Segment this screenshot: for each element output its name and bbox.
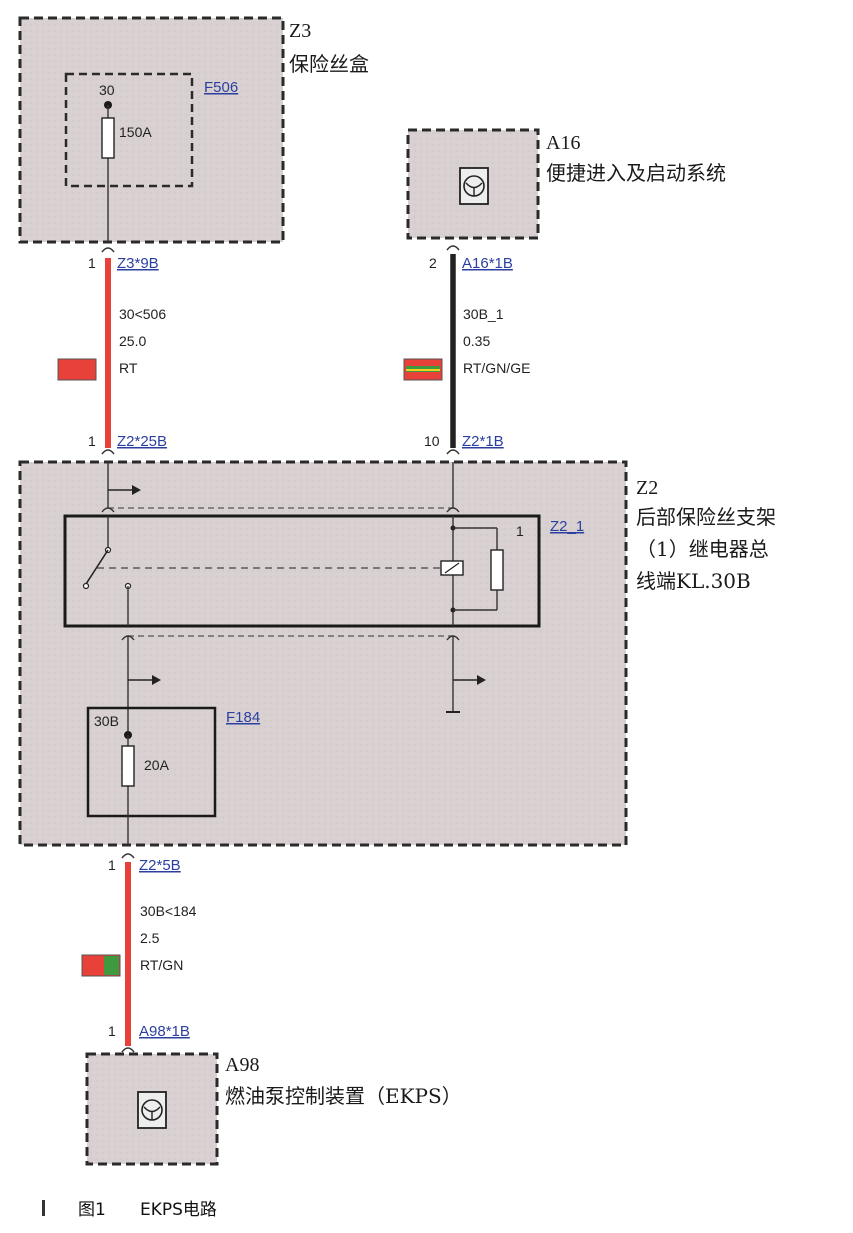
wire1-bottom-pin: 1 <box>88 433 96 449</box>
wire3-bottom-connector[interactable]: A98*1B <box>139 1023 190 1040</box>
caption-figure-number: 图1 <box>78 1200 106 1220</box>
f184-fuse-frame <box>86 706 217 818</box>
f184-rating: 20A <box>144 757 170 773</box>
z2-id: Z2 <box>636 477 658 499</box>
a98-fuel-pump-control-unit: A98 燃油泵控制装置（EKPS） <box>85 1052 462 1166</box>
wire1-bottom-connector[interactable]: Z2*25B <box>117 433 167 450</box>
wire1-color-code: RT <box>119 360 138 376</box>
f506-fuse-icon <box>101 117 115 159</box>
relay-z2-1-link[interactable]: Z2_1 <box>550 518 584 535</box>
z2-name-line1: 后部保险丝支架 <box>636 505 776 529</box>
wire1-gauge: 25.0 <box>119 333 146 349</box>
wire2-color-swatch <box>403 358 443 381</box>
z3-id: Z3 <box>289 20 311 42</box>
wire3-top-pin: 1 <box>108 857 116 873</box>
f184-fuse-link[interactable]: F184 <box>226 709 260 726</box>
caption-bar-icon <box>42 1200 45 1216</box>
f506-fuse-frame <box>64 72 194 188</box>
z2-name-line2: （1）继电器总 <box>636 537 769 561</box>
wire2-signal: 30B_1 <box>463 306 504 322</box>
z3-fuse-box: Z3 保险丝盒 F506 30 150A <box>18 16 369 244</box>
control-unit-icon <box>459 167 489 205</box>
wire3-gauge: 2.5 <box>140 930 160 946</box>
a16-name: 便捷进入及启动系统 <box>546 161 726 185</box>
f506-terminal-label: 30 <box>99 82 115 98</box>
relay-pin-label: 1 <box>516 523 524 539</box>
wire2-color-code: RT/GN/GE <box>463 360 530 376</box>
wire3-signal: 30B<184 <box>140 903 197 919</box>
wire3-top-connector[interactable]: Z2*5B <box>139 857 181 874</box>
figure-caption: 图1 EKPS电路 <box>42 1200 217 1220</box>
wire1-top-connector[interactable]: Z3*9B <box>117 255 159 272</box>
wire3-bottom-pin: 1 <box>108 1023 116 1039</box>
z3-name: 保险丝盒 <box>289 52 369 76</box>
z2-name-line3: 线端KL.30B <box>636 569 751 593</box>
a16-id: A16 <box>546 132 580 154</box>
resistor-icon <box>490 549 504 591</box>
wire2-gauge: 0.35 <box>463 333 490 349</box>
a98-name: 燃油泵控制装置（EKPS） <box>225 1084 462 1108</box>
a16-control-unit: A16 便捷进入及启动系统 <box>406 128 726 240</box>
wire1-color-swatch <box>57 358 97 381</box>
wire2-bottom-pin: 10 <box>424 433 440 449</box>
f506-rating: 150A <box>119 124 152 140</box>
relay-switch-icon <box>85 549 109 585</box>
wire-30b-184[interactable] <box>121 853 135 1053</box>
f506-fuse-link[interactable]: F506 <box>204 79 238 96</box>
control-unit-icon <box>137 1091 167 1129</box>
f184-fuse-icon <box>121 745 135 787</box>
wire1-signal: 30<506 <box>119 306 166 322</box>
a98-id: A98 <box>225 1054 259 1076</box>
wire-30-506[interactable] <box>101 247 115 455</box>
wire3-color-swatch <box>81 954 121 977</box>
caption-title: EKPS电路 <box>140 1200 217 1220</box>
f184-terminal-label: 30B <box>94 713 119 729</box>
wire-30b-1[interactable] <box>446 245 460 455</box>
wire2-top-pin: 2 <box>429 255 437 271</box>
z2-fuse-carrier: Z2 后部保险丝支架 （1）继电器总 线端KL.30B Z2_1 1 <box>18 460 776 847</box>
wire2-top-connector[interactable]: A16*1B <box>462 255 513 272</box>
wire2-bottom-connector[interactable]: Z2*1B <box>462 433 504 450</box>
wire3-color-code: RT/GN <box>140 957 183 973</box>
wire1-top-pin: 1 <box>88 255 96 271</box>
